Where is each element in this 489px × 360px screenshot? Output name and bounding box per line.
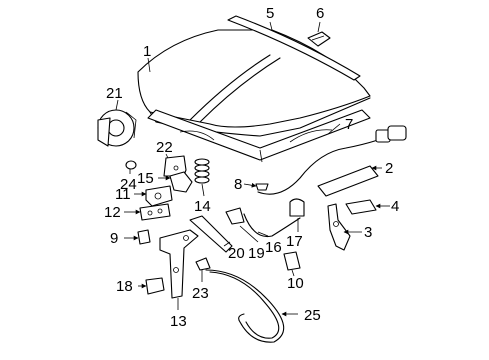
bolt: [255, 183, 269, 191]
callout-24: 24: [120, 176, 137, 193]
hood-release-cable: [257, 125, 407, 195]
leader-5: [269, 21, 273, 31]
leader-6: [317, 21, 321, 33]
leader-1: [147, 57, 151, 73]
coil-spring: [194, 158, 210, 184]
hood-prop-rod: [189, 215, 233, 253]
callout-labels: 1 2 3 4 5 6 7 8 9 10 11 12 13 14 15 16 1…: [104, 5, 399, 330]
callout-21: 21: [106, 85, 123, 102]
leader-22: [165, 153, 169, 159]
cable-clip: [345, 199, 377, 215]
hood-striker: [169, 171, 193, 193]
leader-19: [239, 225, 259, 243]
callout-17: 17: [286, 233, 303, 250]
insulator-block: [283, 251, 301, 271]
hood-stop: [289, 198, 305, 217]
callout-15: 15: [137, 170, 154, 187]
hood-inner-frame: [147, 109, 371, 163]
callout-22: 22: [156, 139, 173, 156]
callout-20: 20: [228, 245, 245, 262]
callout-2: 2: [385, 160, 393, 177]
callout-10: 10: [287, 275, 304, 292]
release-cable-lower: [243, 213, 301, 238]
cable-bracket: [317, 165, 379, 197]
support-cable: [205, 269, 285, 343]
leader-7: [327, 123, 341, 135]
callout-6: 6: [316, 5, 324, 22]
callout-5: 5: [266, 5, 274, 22]
callout-14: 14: [194, 198, 211, 215]
callout-23: 23: [192, 285, 209, 302]
hood-hinge: [159, 229, 199, 299]
callout-25: 25: [304, 307, 321, 324]
hood-hinge-right: [327, 203, 351, 251]
hood-latch: [145, 185, 173, 207]
callout-18: 18: [116, 278, 133, 295]
hood-bumper: [307, 31, 331, 47]
hinge-clip: [145, 277, 165, 295]
callout-7: 7: [345, 116, 353, 133]
hood-bumper-lower: [137, 229, 151, 245]
cable-end: [225, 207, 245, 225]
callout-12: 12: [104, 204, 121, 221]
leader-16: [257, 231, 269, 237]
retaining-clip: [195, 257, 211, 271]
latch-support: [139, 203, 171, 221]
callout-1: 1: [143, 43, 151, 60]
callout-11: 11: [115, 186, 131, 203]
callout-19: 19: [248, 245, 265, 262]
callout-9: 9: [110, 230, 118, 247]
leader-8: [243, 182, 257, 188]
grommet: [125, 160, 137, 170]
hood-weatherstrip: [227, 15, 361, 81]
callout-4: 4: [391, 198, 399, 215]
leader-lines: [115, 21, 390, 317]
callout-16: 16: [265, 239, 282, 256]
spring-housing: [97, 109, 137, 147]
callout-3: 3: [364, 224, 372, 241]
callout-13: 13: [170, 313, 187, 330]
callout-8: 8: [234, 176, 242, 193]
leader-20: [223, 241, 231, 247]
leader-14: [201, 183, 205, 197]
leader-10: [291, 269, 295, 277]
leader-21: [115, 99, 119, 111]
